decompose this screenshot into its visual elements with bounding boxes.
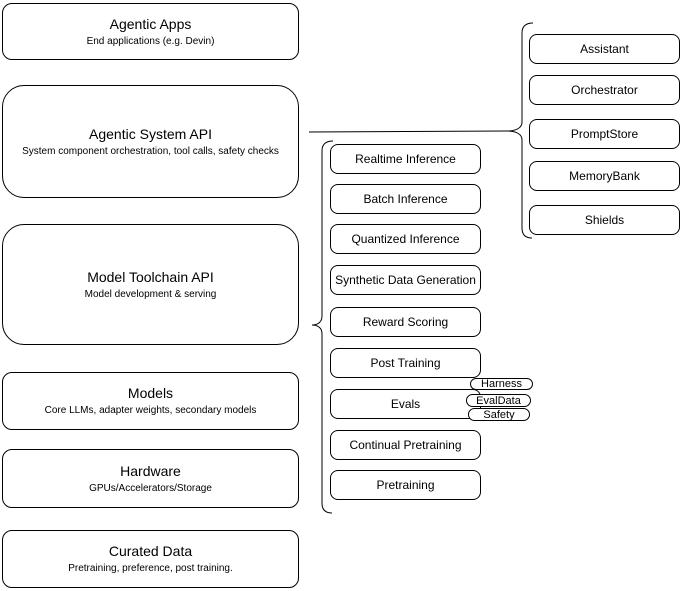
- node-subtitle: End applications (e.g. Devin): [86, 35, 215, 47]
- node-hardware: Hardware GPUs/Accelerators/Storage: [2, 449, 299, 508]
- node-subtitle: GPUs/Accelerators/Storage: [89, 482, 212, 494]
- badge-safety: Safety: [468, 408, 530, 421]
- node-agentic-apps: Agentic Apps End applications (e.g. Devi…: [2, 3, 299, 60]
- node-batch-inference: Batch Inference: [330, 184, 481, 214]
- node-reward-scoring: Reward Scoring: [330, 307, 481, 337]
- node-synthetic-data-generation: Synthetic Data Generation: [330, 265, 481, 295]
- node-title: Models: [127, 385, 174, 401]
- node-orchestrator: Orchestrator: [529, 75, 680, 105]
- node-subtitle: Pretraining, preference, post training.: [68, 563, 233, 574]
- node-continual-pretraining: Continual Pretraining: [330, 430, 481, 460]
- node-evals: Evals: [330, 389, 481, 419]
- api-to-components-line: [308, 130, 508, 133]
- node-models: Models Core LLMs, adapter weights, secon…: [2, 372, 299, 430]
- node-promptstore: PromptStore: [529, 119, 680, 149]
- node-subtitle: Core LLMs, adapter weights, secondary mo…: [44, 405, 257, 416]
- node-shields: Shields: [529, 205, 680, 235]
- node-quantized-inference: Quantized Inference: [330, 224, 481, 254]
- node-pretraining: Pretraining: [330, 470, 481, 500]
- node-title: Agentic Apps: [109, 15, 192, 32]
- node-curated-data: Curated Data Pretraining, preference, po…: [2, 530, 299, 588]
- badge-evaldata: EvalData: [466, 394, 531, 407]
- node-subtitle: System component orchestration, tool cal…: [22, 145, 279, 157]
- node-model-toolchain-api: Model Toolchain API Model development & …: [2, 224, 299, 345]
- node-assistant: Assistant: [529, 34, 680, 64]
- node-agentic-system-api: Agentic System API System component orch…: [2, 85, 299, 198]
- node-subtitle: Model development & serving: [84, 288, 217, 300]
- node-realtime-inference: Realtime Inference: [330, 144, 481, 174]
- node-title: Hardware: [120, 462, 181, 479]
- node-title: Curated Data: [108, 543, 193, 559]
- node-title: Model Toolchain API: [87, 268, 214, 285]
- badge-harness: Harness: [470, 378, 533, 390]
- node-memorybank: MemoryBank: [529, 161, 680, 191]
- node-title: Agentic System API: [89, 125, 212, 142]
- node-post-training: Post Training: [330, 348, 481, 378]
